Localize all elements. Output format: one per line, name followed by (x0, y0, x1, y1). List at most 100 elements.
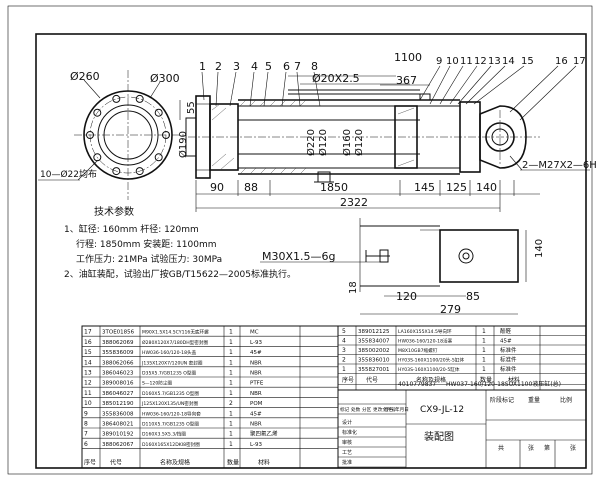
title-block-label: 标记 (340, 406, 350, 413)
bom-left-mat: L-93 (250, 340, 262, 346)
bom-left-no: 13 (84, 370, 92, 377)
balloon-17: 17 (573, 56, 586, 67)
title-scale: 比例 (560, 396, 572, 404)
title-block-role: 标准化 (342, 429, 357, 436)
dim-l367: 367 (396, 74, 417, 87)
bom-left-mat: 45# (250, 350, 262, 356)
bom-left-name: HW036-160/120-18导向套 (142, 410, 201, 417)
balloon-6: 6 (283, 60, 290, 73)
bom-left-name: S—120防尘圈 (142, 380, 172, 387)
bom-left-header-code: 代号 (110, 459, 122, 467)
tech-line1: 1、缸径: 160mm 杆径: 120mm (64, 223, 199, 235)
bom-left-header-no: 序号 (84, 459, 96, 467)
bom-left-name: J135X120X7/120UN 密封圈 (141, 359, 203, 366)
bom-left-mat: PTFE (250, 381, 264, 387)
bom-right-mat: 酚醛 (500, 327, 512, 335)
dim-l90: 90 (210, 181, 224, 194)
bom-left-no: 7 (84, 431, 88, 438)
bom-right-name: M8X10GB7缩螺钉 (398, 347, 438, 354)
bom-left-mat: 45# (250, 411, 262, 417)
bom-left-header-qty: 数量 (227, 459, 239, 467)
balloon-5: 5 (265, 60, 272, 73)
bom-right-header-no: 序号 (342, 376, 354, 384)
dim-d160: Ø160 (341, 129, 353, 156)
bom-left-qty: 1 (229, 441, 233, 448)
bom-left-qty: 1 (229, 349, 233, 356)
bom-left-name: D160X5.7/GB1235 O型圈 (142, 390, 199, 397)
cylinder-section-view: 1 2 3 4 5 6 7 8 9 10 11 12 13 14 15 16 1… (177, 51, 597, 212)
bom-left-mat: MC (250, 330, 259, 336)
bom-right-no: 3 (342, 347, 346, 354)
tech-line4: 2、油缸装配，试验出厂按GB/T15622—2005标准执行。 (64, 268, 296, 280)
bom-left-code: 355836009 (102, 350, 134, 356)
bom-left-code: 388062066 (102, 360, 134, 366)
dim-thread: 2—M27X2—6H (522, 160, 597, 171)
bom-left-no: 17 (84, 329, 92, 336)
flange-end-view: Ø260 Ø300 10—Ø22均布 (38, 70, 184, 200)
bom-left-no: 14 (84, 359, 92, 366)
bom-right-no: 4 (342, 338, 346, 345)
title-block-role: 批准 (342, 459, 352, 466)
balloon-8: 8 (311, 60, 318, 73)
bom-right-qty: 1 (482, 338, 486, 345)
bom-left-name: D110X5.7/GB1235 O型圈 (142, 421, 199, 428)
bom-right-no: 2 (342, 357, 346, 364)
bom-left-code: 386046027 (102, 391, 134, 397)
bolt-holes (86, 94, 170, 176)
balloon-16: 16 (555, 56, 568, 67)
sheet-word3: 第 (544, 444, 550, 452)
bom-right-mat: 标准件 (500, 365, 517, 373)
bom-right-name: LA160X155X14.5导向环 (398, 328, 452, 335)
bom-right-mat: 45# (500, 339, 512, 345)
bom-left-code: 385012190 (102, 401, 134, 407)
bom-left-qty: 2 (229, 400, 233, 407)
bom-right-name: HY03S-160X1100/20头-5缸体 (398, 357, 464, 364)
bom-left-qty: 1 (229, 380, 233, 387)
bom-left-qty: 1 (229, 329, 233, 336)
title-block-label: 分区 (362, 406, 372, 413)
dim-l1850: 1850 (320, 181, 348, 194)
balloon-4: 4 (251, 60, 258, 73)
bom-right-code: 355827001 (358, 367, 390, 373)
dim-l1100: 1100 (394, 51, 422, 64)
bom-left-qty: 1 (229, 359, 233, 366)
bom-left-mat: L-93 (250, 442, 262, 448)
dim-l140: 140 (476, 181, 497, 194)
balloon-10: 10 (446, 56, 459, 67)
bom-left-mat: NBR (250, 371, 262, 377)
balloon-1: 1 (199, 60, 206, 73)
balloon-14: 14 (502, 56, 515, 67)
bom-right-code: 385002002 (358, 348, 390, 354)
bom-left-code: 355836008 (102, 411, 134, 417)
dim-d190: Ø190 (177, 131, 189, 158)
bom-right-no: 5 (342, 328, 346, 335)
bom-left-code: 3TOE01856 (102, 330, 135, 336)
balloon-11: 11 (460, 56, 473, 67)
barrel-hatching (211, 99, 415, 175)
bom-left-name: D160X165X12DKI8密封圈 (142, 441, 200, 448)
balloon-15: 15 (521, 56, 534, 67)
port-detail-view: M30X1.5—6g 140 18 120 85 279 (260, 218, 545, 316)
title-code: CX9-JL-12 (420, 405, 464, 415)
bom-left-code: 389008016 (102, 381, 134, 387)
dim-holes: 10—Ø22均布 (40, 168, 97, 180)
bom-left-qty: 1 (229, 339, 233, 346)
dim-l279: 279 (440, 303, 461, 316)
tech-heading: 技术参数 (94, 205, 134, 218)
bom-right-mat: 标准件 (500, 356, 517, 364)
assembly-name: HW037-160/120-18SOX1100液压缸(总) (446, 380, 561, 388)
bom-left-code: 386408021 (102, 422, 134, 428)
bom-left-mat: NBR (250, 422, 262, 428)
bom-right-header-mat: 材料 (508, 376, 520, 384)
bom-left-mat: 聚四氟乙烯 (250, 430, 278, 438)
bom-left-name: D160X3.5X5.3/挡圈 (142, 431, 186, 438)
bom-right-no: 1 (342, 366, 346, 373)
part-balloons: 1 2 3 4 5 6 7 8 9 10 11 12 13 14 15 16 1… (199, 56, 586, 121)
bom-left-no: 12 (84, 380, 92, 387)
title-block-role: 审核 (342, 439, 352, 446)
dim-d120b: Ø120 (353, 129, 365, 156)
bom-right-header-code: 代号 (366, 376, 378, 384)
